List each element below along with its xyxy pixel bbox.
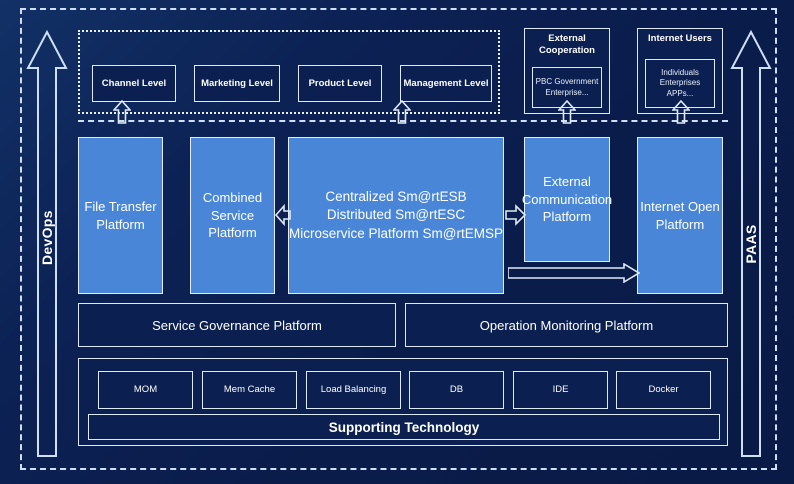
- service-governance-platform[interactable]: Service Governance Platform: [78, 303, 396, 347]
- tech-chip-mom[interactable]: MOM: [98, 371, 193, 409]
- supporting-technology-banner: Supporting Technology: [88, 414, 720, 440]
- business-level-channel[interactable]: Channel Level: [92, 65, 176, 102]
- external-cooperation-title: External Cooperation: [539, 33, 595, 56]
- layer-separator-dashed: [78, 120, 728, 122]
- platform-centralized-esb[interactable]: Centralized Sm@rtESB Distributed Sm@rtES…: [288, 137, 504, 294]
- outer-dashed-frame: [20, 8, 777, 470]
- internet-users-group[interactable]: Internet Users Individuals Enterprises A…: [637, 28, 723, 114]
- internet-users-detail: Individuals Enterprises APPs...: [645, 59, 715, 108]
- external-cooperation-detail: PBC Government Enterprise...: [532, 67, 602, 108]
- tech-chip-db[interactable]: DB: [409, 371, 504, 409]
- up-arrow-icon-2: [393, 100, 411, 124]
- left-arrow-icon-connector: [275, 202, 291, 228]
- platform-file-transfer[interactable]: File Transfer Platform: [78, 137, 163, 294]
- paas-label: PAAS: [743, 224, 759, 264]
- tech-chip-docker[interactable]: Docker: [616, 371, 711, 409]
- platform-external-communication[interactable]: External Communication Platform: [522, 137, 612, 262]
- operation-monitoring-platform[interactable]: Operation Monitoring Platform: [405, 303, 728, 347]
- up-arrow-icon-3: [558, 100, 576, 124]
- business-level-marketing[interactable]: Marketing Level: [194, 65, 280, 102]
- devops-arrow: DevOps: [26, 28, 68, 460]
- up-arrow-icon-1: [113, 100, 131, 124]
- external-cooperation-group[interactable]: External Cooperation PBC Government Ente…: [524, 28, 610, 114]
- internet-users-title: Internet Users: [648, 33, 712, 44]
- tech-chip-load-balancing[interactable]: Load Balancing: [306, 371, 401, 409]
- business-levels-container: [78, 30, 500, 114]
- paas-arrow: PAAS: [730, 28, 772, 460]
- platform-combined-service[interactable]: Combined Service Platform: [190, 137, 275, 294]
- platform-internet-open[interactable]: Internet Open Platform: [637, 137, 723, 294]
- business-level-management[interactable]: Management Level: [400, 65, 492, 102]
- supporting-technology-container: MOM Mem Cache Load Balancing DB IDE Dock…: [78, 358, 728, 446]
- tech-chip-mem-cache[interactable]: Mem Cache: [202, 371, 297, 409]
- up-arrow-icon-4: [672, 100, 690, 124]
- right-arrow-icon-long-connector: [508, 263, 640, 283]
- devops-label: DevOps: [39, 210, 55, 265]
- tech-chip-ide[interactable]: IDE: [513, 371, 608, 409]
- right-arrow-icon-connector: [504, 202, 526, 228]
- business-level-product[interactable]: Product Level: [298, 65, 382, 102]
